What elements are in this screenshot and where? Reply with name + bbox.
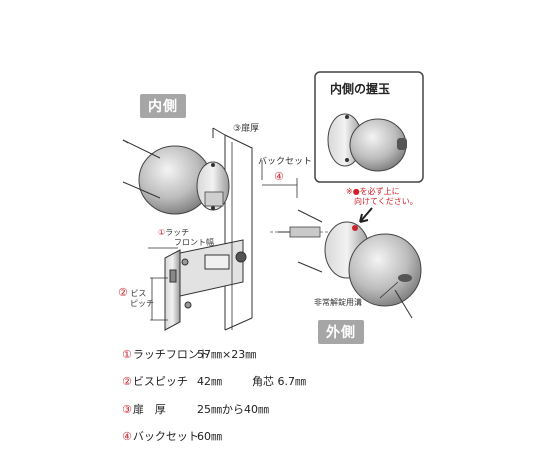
dimension-lines xyxy=(148,142,298,330)
backset-label: バックセット xyxy=(258,157,312,167)
spec-value-4: 60㎜ xyxy=(197,430,222,443)
latch-front-label: ①ラッチ フロント幅 xyxy=(158,228,214,248)
spec-row-1: ①ラッチフロント 57㎜×23㎜ xyxy=(122,346,256,362)
warning-line1: ※●を必ず上に xyxy=(346,187,400,196)
pointer-arrow xyxy=(359,207,373,223)
inset-knob xyxy=(327,113,407,172)
inner-screws xyxy=(122,139,161,199)
tool-pointer xyxy=(394,289,413,319)
spec-extra-2: 角芯 6.7㎜ xyxy=(252,375,306,388)
spec-num-1: ① xyxy=(122,348,132,361)
spec-row-4: ④バックセット 60㎜ xyxy=(122,428,222,444)
outer-side-tag: 外側 xyxy=(318,320,364,344)
door-thickness-text: ③扉厚 xyxy=(233,124,260,134)
spec-value-2: 42㎜ xyxy=(197,375,222,388)
spec-num-2: ② xyxy=(122,375,132,388)
warning-text: ※●を必ず上に 向けてください。 xyxy=(346,187,418,207)
backset-num: ④ xyxy=(274,170,284,183)
warning-line2: 向けてください。 xyxy=(354,197,418,206)
outer-knob xyxy=(289,221,422,307)
latch-front-line2: フロント幅 xyxy=(174,238,214,247)
spec-value-1: 57㎜×23㎜ xyxy=(197,348,257,361)
spec-num-4: ④ xyxy=(122,430,132,443)
inset-title: 内側の握玉 xyxy=(330,82,391,96)
screw-pitch-line1: ビス xyxy=(130,289,147,298)
spec-row-3: ③扉 厚 25㎜から40㎜ xyxy=(122,401,269,417)
screw-pitch-num: ② xyxy=(118,286,128,299)
spec-value-3: 25㎜から40㎜ xyxy=(197,403,269,416)
spec-name-2: ビスピッチ xyxy=(132,375,188,388)
door-panel xyxy=(212,127,253,331)
inner-side-tag: 内側 xyxy=(140,94,186,118)
inner-knob xyxy=(138,145,230,215)
spec-name-3: 扉 厚 xyxy=(132,403,166,416)
latch-body xyxy=(164,239,247,331)
spec-num-3: ③ xyxy=(122,403,132,416)
screw-pitch-line2: ピッチ xyxy=(130,299,154,308)
spec-row-2: ②ビスピッチ 42㎜ 角芯 6.7㎜ xyxy=(122,373,306,389)
door-thickness-label: ③扉厚 xyxy=(233,124,259,134)
backset-text: バックセット xyxy=(258,157,313,167)
groove-pointer xyxy=(379,281,399,299)
screw-pitch-label: ② ビス ピッチ xyxy=(118,286,154,309)
latch-front-num: ① xyxy=(158,228,166,237)
latch-front-line1: ラッチ xyxy=(165,228,190,237)
spec-name-1: ラッチフロント xyxy=(132,348,210,361)
spec-name-4: バックセット xyxy=(132,430,199,443)
outer-screws xyxy=(278,209,323,273)
emergency-groove-label: 非常解錠用溝 xyxy=(314,298,362,307)
